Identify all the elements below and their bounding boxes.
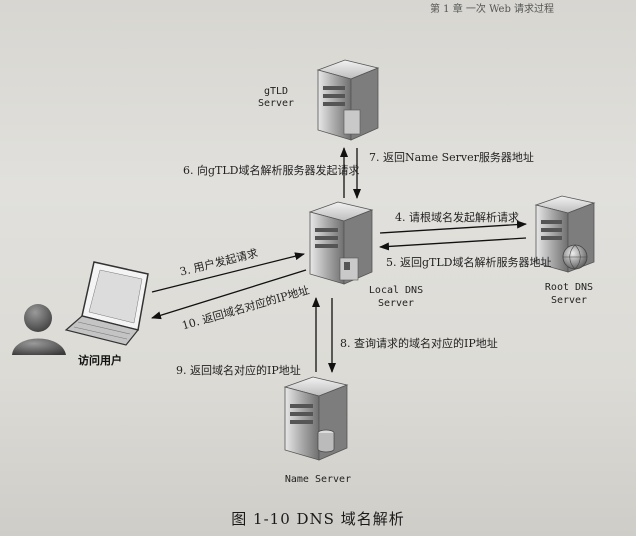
user-person-icon [12,304,66,355]
gtld-server-icon [318,60,378,140]
gtld-label-line1: gTLD [256,86,296,98]
gtld-server-label: gTLD Server [256,86,296,110]
step8-label: 8. 查询请求的域名对应的IP地址 [340,335,498,351]
local-dns-server-icon [310,202,372,284]
local-dns-server-label: Local DNS Server [360,284,432,310]
local-label-line1: Local DNS [360,284,432,297]
step4-label: 4. 请根域名发起解析请求 [395,209,519,225]
user-label: 访问用户 [78,352,122,368]
root-label-line2: Server [536,294,602,307]
figure-caption: 图 1-10 DNS 域名解析 [0,508,636,529]
step9-label: 9. 返回域名对应的IP地址 [176,362,301,378]
laptop-icon [66,262,148,345]
local-label-line2: Server [360,297,432,310]
root-dns-server-label: Root DNS Server [536,281,602,307]
step6-label: 6. 向gTLD域名解析服务器发起请求 [183,162,360,178]
name-label-line1: Name Server [276,474,360,485]
step7-label: 7. 返回Name Server服务器地址 [369,149,534,165]
arrow-step5 [380,238,526,247]
name-server-label: Name Server [276,474,360,485]
gtld-label-line2: Server [256,98,296,110]
step5-label: 5. 返回gTLD域名解析服务器地址 [386,254,552,270]
arrow-step4 [380,224,526,233]
name-server-icon [285,377,347,460]
root-label-line1: Root DNS [536,281,602,294]
